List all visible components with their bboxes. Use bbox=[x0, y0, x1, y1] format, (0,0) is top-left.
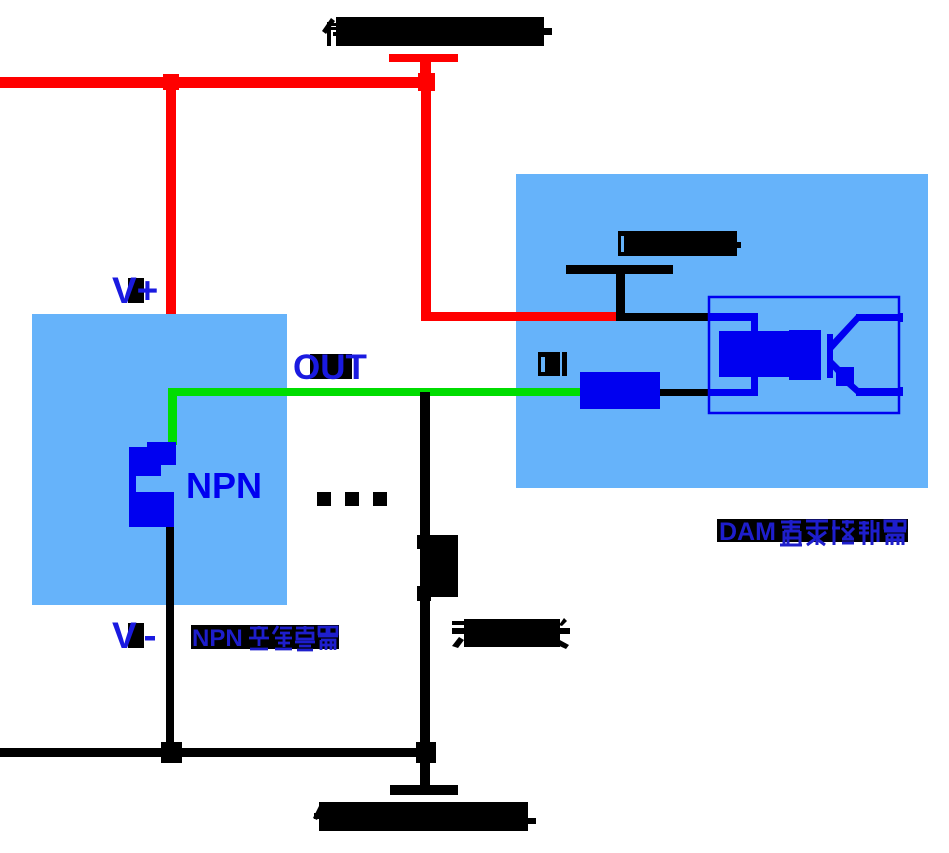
svg-text:OUT: OUT bbox=[293, 348, 367, 387]
svg-text:NPN: NPN bbox=[192, 625, 243, 652]
svg-text:DAM: DAM bbox=[719, 518, 776, 546]
svg-text:V: V bbox=[112, 615, 137, 656]
svg-text:V+: V+ bbox=[112, 270, 158, 311]
svg-text:NPN: NPN bbox=[186, 465, 262, 506]
